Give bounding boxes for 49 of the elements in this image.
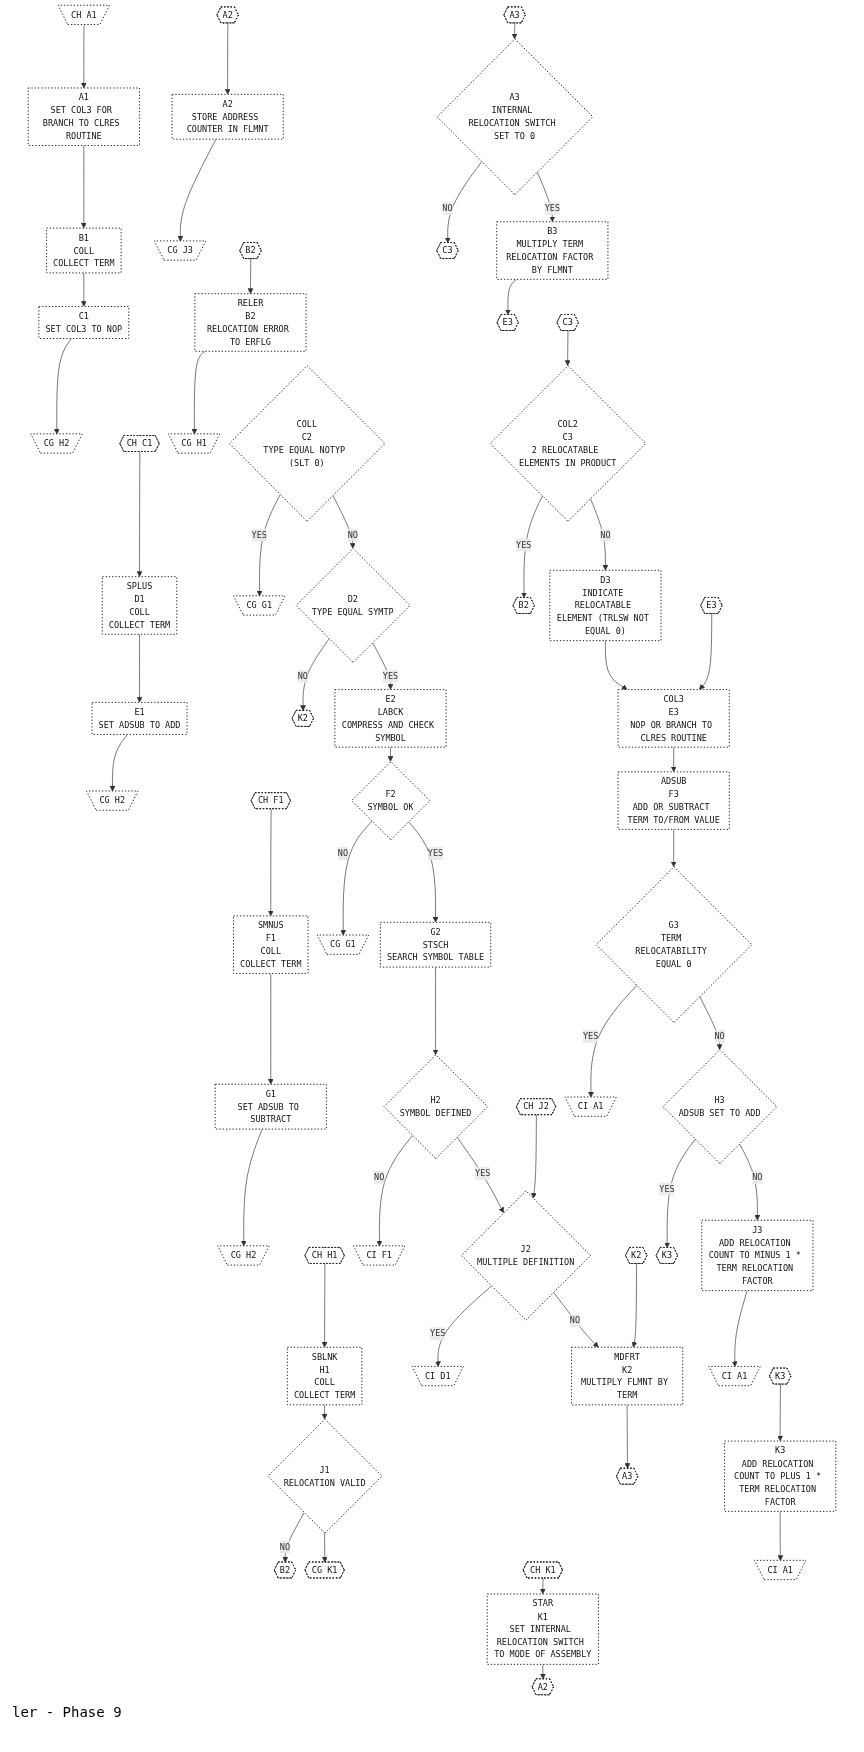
node-box: COL3 E3 NOP OR BRANCH TO CLRES ROUTINE: [617, 689, 730, 748]
edge-label: NO: [600, 529, 611, 540]
node-box: G1 SET ADSUB TO SUBTRACT: [214, 1083, 327, 1130]
edge-label: NO: [752, 1172, 763, 1182]
node-box: SBLNK H1 COLL COLLECT TERM: [286, 1346, 363, 1406]
node-diamond: F2 SYMBOL OK: [351, 761, 431, 841]
edge-label: NO: [374, 1172, 385, 1182]
node-diamond: J1 RELOCATION VALID: [267, 1418, 383, 1534]
node-diamond: COLL C2 TYPE EQUAL NOTYP (SLT 0): [228, 365, 386, 522]
edge-label: YES: [516, 539, 532, 550]
node-box: E1 SET ADSUB TO ADD: [91, 701, 188, 735]
node-box: E2 LABCK COMPRESS AND CHECK SYMBOL: [334, 689, 447, 748]
node-box: RELER B2 RELOCATION ERROR TO ERFLG: [194, 293, 307, 352]
node-box: K3 ADD RELOCATION COUNT TO PLUS 1 * TERM RELOCATION FACTOR: [724, 1440, 837, 1512]
edge-label: YES: [382, 670, 399, 681]
node-box: C1 SET COL3 TO NOP: [38, 305, 130, 339]
edge-label: YES: [582, 1031, 599, 1041]
edge-label: YES: [430, 1328, 446, 1339]
node-diamond: H3 ADSUB SET TO ADD: [662, 1049, 778, 1165]
footer-text: ler - Phase 9: [12, 1704, 123, 1720]
node-box: G2 STSCH SEARCH SYMBOL TABLE: [379, 921, 492, 968]
node-diamond: COL2 C3 2 RELOCATABLE ELEMENTS IN PRODUCT: [489, 365, 647, 522]
node-box: SPLUS D1 COLL COLLECT TERM: [101, 576, 178, 635]
edge-label: YES: [251, 529, 267, 540]
edge-label: NO: [569, 1315, 581, 1326]
edge-label: YES: [475, 1168, 491, 1179]
node-box: A1 SET COL3 FOR BRANCH TO CLRES ROUTINE: [27, 87, 140, 147]
edge-label: NO: [297, 670, 308, 681]
edge-label: YES: [427, 848, 444, 859]
edge-label: NO: [714, 1031, 725, 1041]
node-diamond: G3 TERM RELOCATABILITY EQUAL 0: [595, 866, 753, 1023]
node-box: B1 COLL COLLECT TERM: [46, 227, 122, 274]
edge-label: NO: [347, 529, 358, 540]
node-diamond: D2 TYPE EQUAL SYMTP: [295, 548, 411, 663]
edge-label: NO: [279, 1541, 291, 1552]
edge-label: NO: [337, 848, 349, 859]
edge-label: NO: [442, 203, 453, 213]
node-box: ADSUB F3 ADD OR SUBTRACT TERM TO/FROM VALUE: [617, 771, 730, 830]
node-diamond: A3 INTERNAL RELOCATION SWITCH SET TO 0: [436, 38, 594, 196]
node-box: J3 ADD RELOCATION COUNT TO MINUS 1 * TERM RELOCATION FACTOR: [701, 1219, 814, 1292]
node-box: D3 INDICATE RELOCATABLE ELEMENT (TRLSW NOT EQUAL 0): [549, 569, 662, 642]
node-diamond: H2 SYMBOL DEFINED: [383, 1054, 489, 1159]
node-box: A2 STORE ADDRESS COUNTER IN FLMNT: [171, 93, 284, 140]
node-box: SMNUS F1 COLL COLLECT TERM: [233, 915, 309, 974]
node-box: MDFRT K2 MULTIPLY FLMNT BY TERM: [571, 1346, 684, 1406]
edge-label: YES: [659, 1183, 675, 1194]
node-box: B3 MULTIPLY TERM RELOCATION FACTOR BY FLMNT: [496, 221, 609, 280]
edge-label: YES: [544, 203, 561, 213]
node-box: STAR K1 SET INTERNAL RELOCATION SWITCH TO MODE OF ASSEMBLY: [486, 1593, 599, 1665]
